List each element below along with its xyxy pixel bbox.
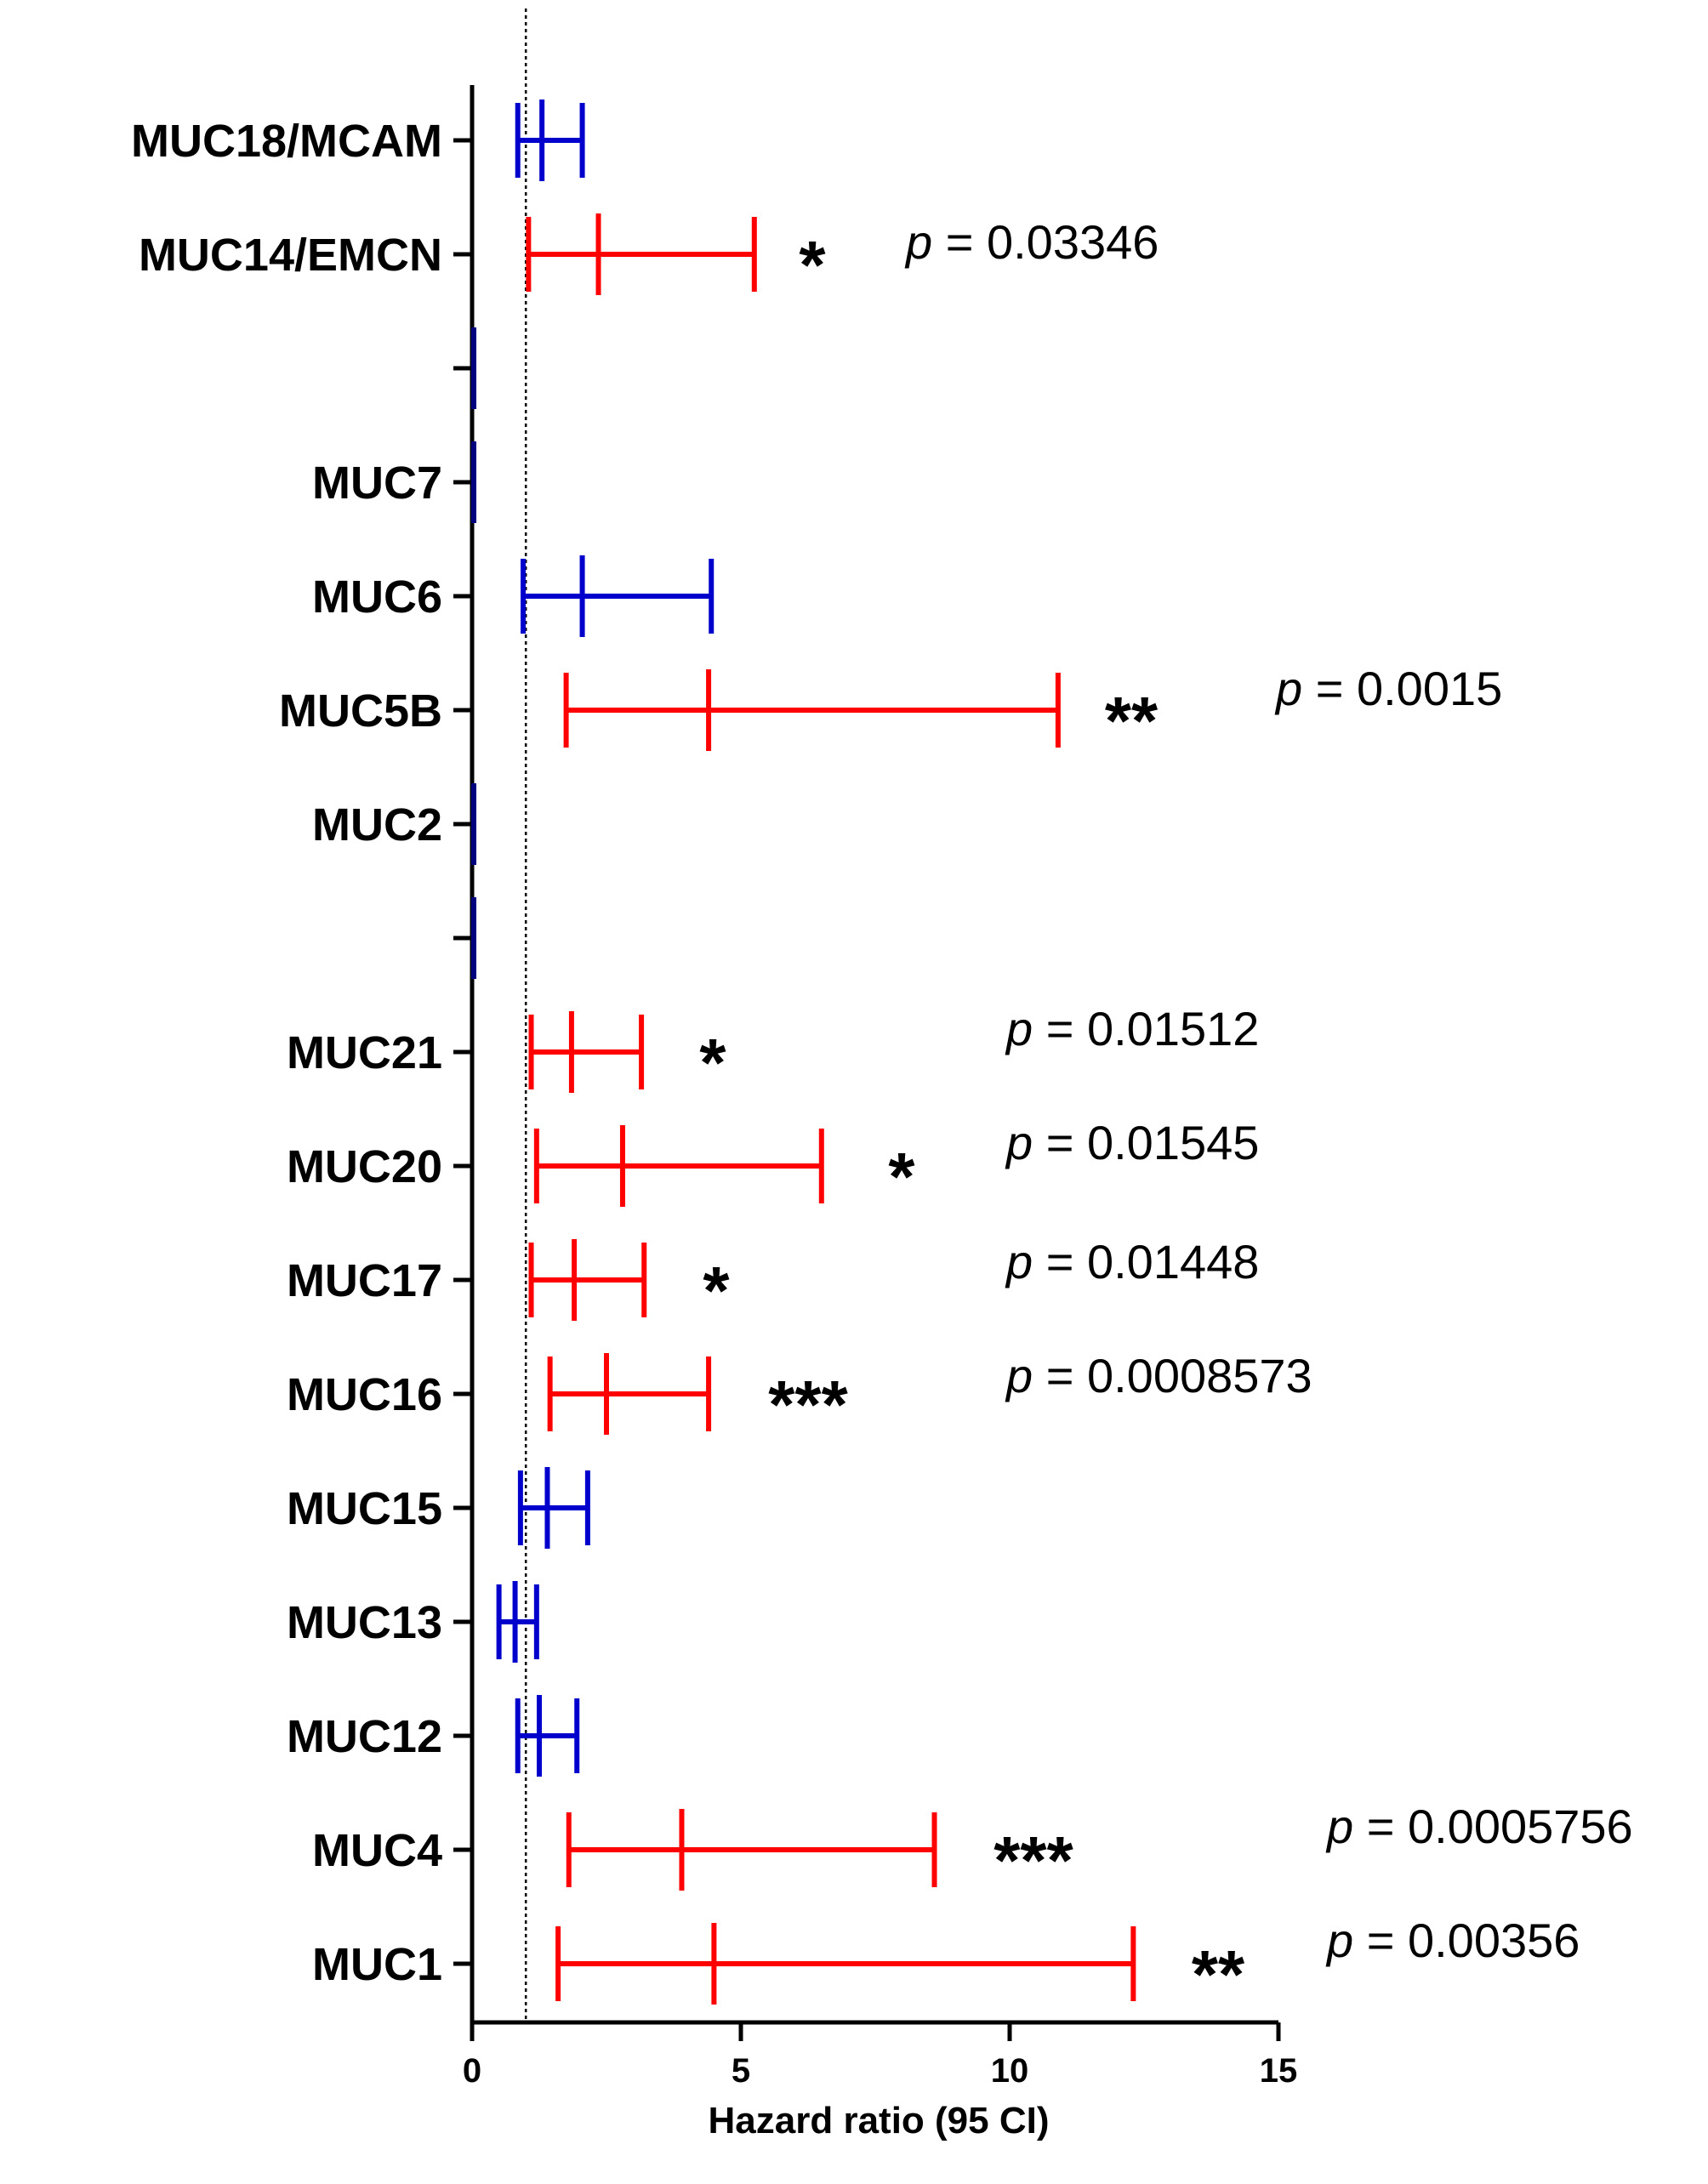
- significance-stars: ***: [993, 1823, 1073, 1898]
- forest-row: MUC5B ** p = 0.0015: [279, 662, 1502, 759]
- y-tick-label: MUC5B: [279, 685, 442, 737]
- p-symbol: p: [1005, 1349, 1033, 1402]
- forest-row: [453, 897, 476, 979]
- y-tick-label: MUC7: [312, 458, 442, 509]
- forest-row: MUC21 * p = 0.01512: [287, 1002, 1259, 1101]
- forest-row: MUC4 *** p = 0.0005756: [312, 1800, 1633, 1898]
- y-tick-label: MUC21: [287, 1027, 442, 1078]
- p-value-label: p = 0.0005756: [1325, 1800, 1633, 1853]
- significance-stars: *: [699, 1025, 726, 1101]
- significance-stars: ***: [768, 1367, 848, 1442]
- x-axis-title: Hazard ratio (95 CI): [709, 2100, 1050, 2141]
- y-tick-label: MUC17: [287, 1255, 442, 1306]
- y-tick-label: MUC16: [287, 1369, 442, 1420]
- x-tick-label: 10: [991, 2052, 1029, 2090]
- x-tick-label: 5: [732, 2052, 750, 2090]
- p-value-label: p = 0.01448: [1005, 1235, 1259, 1288]
- p-value-label: p = 0.0015: [1274, 662, 1502, 715]
- p-symbol: p: [1325, 1800, 1353, 1853]
- p-value: = 0.01448: [1033, 1235, 1259, 1288]
- p-value: = 0.0005756: [1353, 1800, 1633, 1853]
- y-tick-label: MUC4: [312, 1825, 442, 1876]
- p-value-label: p = 0.00356: [1325, 1914, 1580, 1967]
- forest-row: MUC7: [312, 441, 476, 523]
- y-tick-label: MUC13: [287, 1597, 442, 1648]
- y-tick-label: MUC14/EMCN: [139, 230, 442, 281]
- forest-row: MUC1 ** p = 0.00356: [312, 1914, 1580, 2012]
- significance-stars: *: [888, 1139, 915, 1214]
- y-tick-label: MUC1: [312, 1939, 442, 1990]
- p-value: = 0.01512: [1033, 1002, 1259, 1055]
- significance-stars: **: [1105, 683, 1159, 759]
- y-tick-label: MUC2: [312, 799, 442, 850]
- forest-row: MUC17 * p = 0.01448: [287, 1235, 1259, 1328]
- p-value: = 0.03346: [932, 215, 1159, 269]
- y-tick-label: MUC6: [312, 572, 442, 623]
- x-tick-label: 15: [1260, 2052, 1298, 2090]
- significance-stars: *: [703, 1253, 730, 1328]
- p-value: = 0.00356: [1353, 1914, 1580, 1967]
- forest-row: MUC6: [312, 555, 715, 637]
- forest-row: MUC14/EMCN * p = 0.03346: [139, 213, 1159, 303]
- forest-row: MUC12: [287, 1695, 580, 1777]
- p-symbol: p: [1325, 1914, 1353, 1967]
- forest-row: MUC2: [312, 783, 476, 865]
- p-symbol: p: [1005, 1002, 1033, 1055]
- y-tick-label: MUC12: [287, 1711, 442, 1762]
- p-symbol: p: [1274, 662, 1302, 715]
- p-symbol: p: [1005, 1235, 1033, 1288]
- forest-row: MUC15: [287, 1467, 590, 1549]
- plot-rows: MUC18/MCAM MUC14/EMCN * p = 0.03346MUC7MUC6…: [131, 100, 1633, 2012]
- significance-stars: *: [799, 227, 826, 303]
- forest-row: MUC20 * p = 0.01545: [287, 1116, 1259, 1214]
- p-value-label: p = 0.01545: [1005, 1116, 1259, 1169]
- forest-row: MUC18/MCAM: [131, 100, 585, 181]
- y-tick-label: MUC15: [287, 1483, 442, 1534]
- p-value-label: p = 0.01512: [1005, 1002, 1259, 1055]
- p-value-label: p = 0.03346: [904, 215, 1159, 269]
- forest-row: MUC16 *** p = 0.0008573: [287, 1349, 1312, 1442]
- p-symbol: p: [904, 215, 932, 269]
- significance-stars: **: [1192, 1937, 1245, 2012]
- x-tick-label: 0: [463, 2052, 481, 2090]
- y-tick-label: MUC18/MCAM: [131, 116, 442, 167]
- p-value: = 0.0015: [1302, 662, 1502, 715]
- p-symbol: p: [1005, 1116, 1033, 1169]
- forest-row: [453, 327, 476, 409]
- forest-row: MUC13: [287, 1581, 539, 1663]
- p-value-label: p = 0.0008573: [1005, 1349, 1312, 1402]
- p-value: = 0.01545: [1033, 1116, 1259, 1169]
- p-value: = 0.0008573: [1033, 1349, 1312, 1402]
- y-tick-label: MUC20: [287, 1141, 442, 1192]
